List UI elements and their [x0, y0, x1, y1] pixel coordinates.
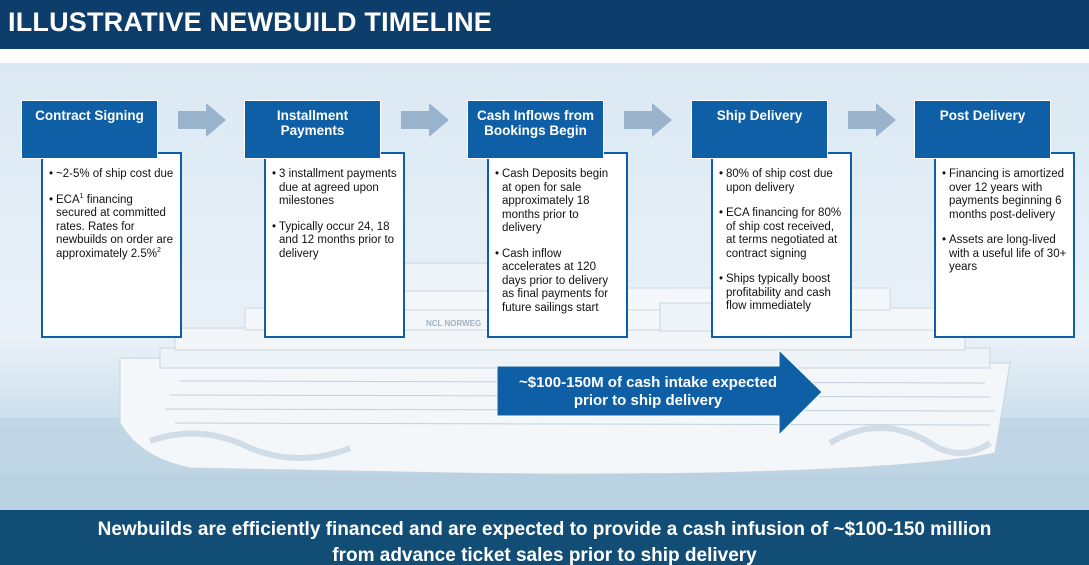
right-arrow-icon [178, 103, 226, 137]
step-title-installment-payments: Installment Payments [244, 100, 381, 159]
bullet-text: Assets are long-lived with a useful life… [949, 234, 1067, 273]
summary-banner: Newbuilds are efficiently financed and a… [0, 510, 1089, 565]
cash-intake-line-2: prior to ship delivery [573, 392, 723, 409]
bullet-text: Cash Deposits begin at open for sale app… [502, 168, 609, 234]
step-box-contract-signing: •~2-5% of ship cost due • ECA1 financing… [41, 152, 182, 338]
step-box-ship-delivery: •80% of ship cost due upon delivery •ECA… [711, 152, 852, 338]
header-bar: ILLUSTRATIVE NEWBUILD TIMELINE [0, 0, 1089, 49]
bullet: •Cash Deposits begin at open for sale ap… [495, 168, 620, 236]
bullet-text: Ships typically boost profitability and … [726, 273, 831, 312]
bullet-text: 80% of ship cost due upon delivery [726, 168, 833, 194]
bullet-text: Typically occur 24, 18 and 12 months pri… [279, 220, 395, 260]
step-box-installment-payments: •3 installment payments due at agreed up… [264, 152, 405, 338]
step-box-post-delivery: •Financing is amortized over 12 years wi… [934, 152, 1075, 338]
bullet-text: ECA1 financing secured at committed rate… [56, 192, 173, 260]
footnote-marker: 1 [79, 192, 84, 200]
right-arrow-icon [624, 103, 672, 137]
bullet: •ECA financing for 80% of ship cost rece… [719, 207, 844, 261]
summary-line-2: from advance ticket sales prior to ship … [332, 545, 757, 565]
footnote-marker: 2 [157, 246, 161, 254]
bullet-text: ~2-5% of ship cost due [56, 168, 174, 180]
page-title: ILLUSTRATIVE NEWBUILD TIMELINE [8, 7, 492, 37]
bullet: •Typically occur 24, 18 and 12 months pr… [272, 221, 397, 262]
bullet-text: ECA financing for 80% of ship cost recei… [726, 207, 842, 260]
step-title-cash-inflows: Cash Inflows from Bookings Begin [467, 100, 604, 159]
bullet-text: 3 installment payments due at agreed upo… [279, 168, 397, 207]
right-arrow-icon [401, 103, 449, 137]
step-title-post-delivery: Post Delivery [914, 100, 1051, 159]
step-title-ship-delivery: Ship Delivery [691, 100, 828, 159]
step-box-cash-inflows: •Cash Deposits begin at open for sale ap… [487, 152, 628, 338]
cash-intake-arrow-icon [497, 350, 822, 435]
bullet: •3 installment payments due at agreed up… [272, 168, 397, 207]
bullet-text: Cash inflow accelerates at 120 days prio… [502, 247, 609, 314]
cash-intake-line-1: ~$100-150M of cash intake expected [518, 374, 778, 391]
cash-intake-callout: ~$100-150M of cash intake expected prior… [500, 374, 796, 410]
bullet: •~2-5% of ship cost due [49, 168, 174, 180]
bullet: •Financing is amortized over 12 years wi… [942, 168, 1067, 222]
bullet: • ECA1 financing secured at committed ra… [49, 192, 173, 260]
bullet: •Cash inflow accelerates at 120 days pri… [495, 248, 620, 316]
ship-name-label: NCL NORWEG [426, 319, 481, 328]
summary-line-1: Newbuilds are efficiently financed and a… [97, 519, 992, 540]
bullet: •80% of ship cost due upon delivery [719, 168, 844, 195]
right-arrow-icon [848, 103, 896, 137]
step-title-contract-signing: Contract Signing [21, 100, 158, 159]
bullet: •Ships typically boost profitability and… [719, 273, 844, 314]
top-divider [0, 49, 1089, 63]
bullet-text: Financing is amortized over 12 years wit… [949, 168, 1065, 221]
bullet: •Assets are long-lived with a useful lif… [942, 234, 1067, 273]
